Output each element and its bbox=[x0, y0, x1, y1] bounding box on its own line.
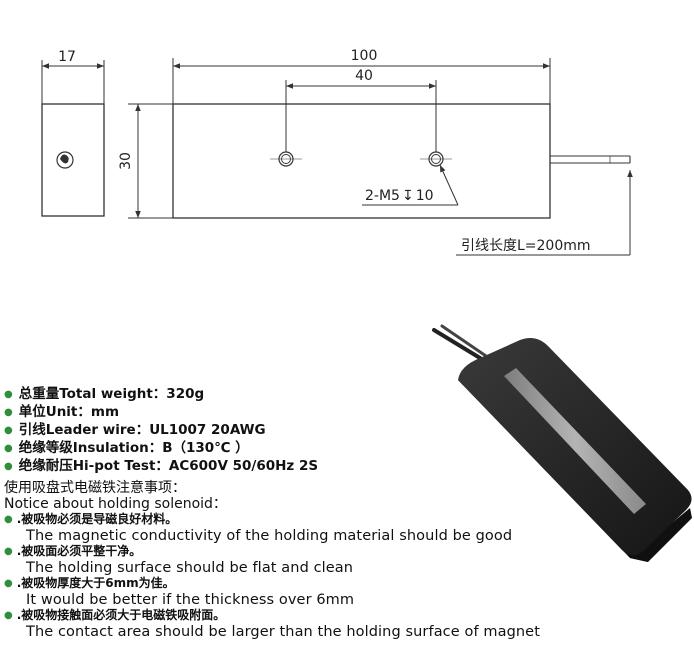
notice-section: 使用吸盘式电磁铁注意事项： Notice about holding solen… bbox=[4, 480, 604, 640]
notice-item-en: It would be better if the thickness over… bbox=[26, 592, 355, 608]
notice-item: .被吸面必须平整干净。 The holding surface should b… bbox=[4, 544, 604, 576]
spec-weight: 总重量Total weight：320g bbox=[4, 386, 318, 404]
hole-spec-label: 2-M5↧10 bbox=[365, 188, 434, 204]
pole-strip bbox=[504, 368, 646, 514]
notice-item-zh: .被吸面必须平整干净。 bbox=[4, 544, 604, 560]
notice-item-zh: .被吸物厚度大于6mm为佳。 bbox=[4, 576, 604, 592]
dim-label-17: 17 bbox=[58, 49, 76, 65]
dim-label-40: 40 bbox=[355, 68, 373, 84]
spec-list: 总重量Total weight：320g 单位Unit：mm 引线Leader … bbox=[4, 386, 318, 476]
notice-title-zh: 使用吸盘式电磁铁注意事项： bbox=[4, 480, 186, 496]
notice-item-en: The magnetic conductivity of the holding… bbox=[26, 528, 513, 544]
dim-label-100: 100 bbox=[351, 48, 378, 64]
technical-drawing: 17 100 40 30 2-M5↧10 引线长度L=200mm bbox=[41, 48, 633, 256]
dim-label-30: 30 bbox=[118, 152, 134, 170]
notice-item-zh: .被吸物接触面必须大于电磁铁吸附面。 bbox=[4, 608, 604, 624]
side-view bbox=[41, 103, 105, 217]
spec-hipot: 绝缘耐压Hi-pot Test：AC600V 50/60Hz 2S bbox=[4, 458, 318, 476]
spec-leader-wire: 引线Leader wire：UL1007 20AWG bbox=[4, 422, 318, 440]
notice-item-zh: .被吸物必须是导磁良好材料。 bbox=[4, 512, 604, 528]
notice-item-en: The holding surface should be flat and c… bbox=[26, 560, 354, 576]
notice-item: .被吸物接触面必须大于电磁铁吸附面。 The contact area shou… bbox=[4, 608, 604, 640]
notice-title-en: Notice about holding solenoid： bbox=[4, 496, 227, 512]
front-view bbox=[172, 103, 551, 219]
lead-length-label: 引线长度L=200mm bbox=[461, 238, 591, 254]
notice-item: .被吸物必须是导磁良好材料。 The magnetic conductivity… bbox=[4, 512, 604, 544]
hole-callout-leader bbox=[439, 164, 459, 206]
spec-unit: 单位Unit：mm bbox=[4, 404, 318, 422]
spec-insulation: 绝缘等级Insulation：B（130℃ ） bbox=[4, 440, 318, 458]
side-view-lead-exit bbox=[56, 151, 74, 169]
notice-item: .被吸物厚度大于6mm为佳。 It would be better if the… bbox=[4, 576, 604, 608]
notice-item-en: The contact area should be larger than t… bbox=[26, 624, 540, 640]
